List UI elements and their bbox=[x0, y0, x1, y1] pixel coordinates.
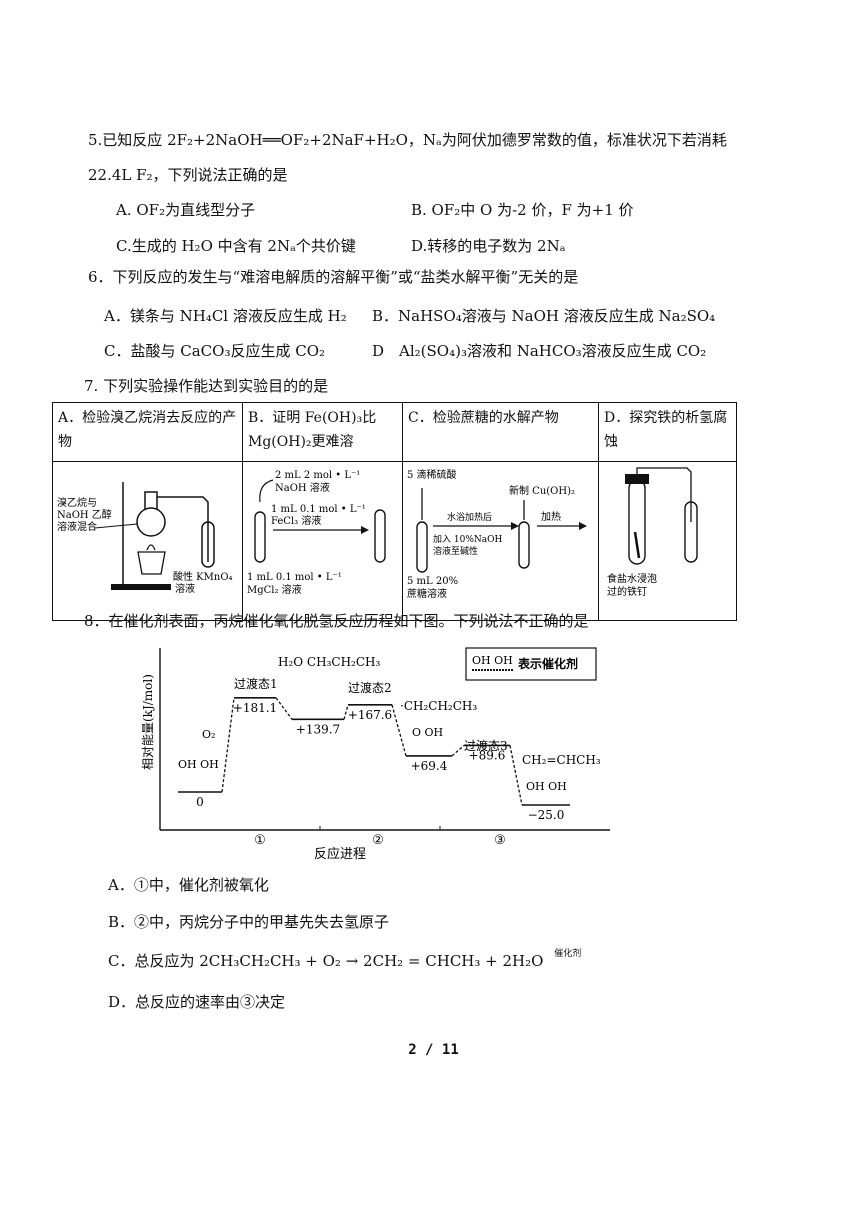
ts3-label: 过渡态3 bbox=[464, 738, 508, 753]
apparatus-c-label-4: 溶液至碱性 bbox=[433, 545, 478, 557]
q6-option-d: D Al₂(SO₄)₃溶液和 NaHCO₃溶液反应生成 CO₂ bbox=[372, 342, 707, 360]
step-label-2: ② bbox=[372, 833, 384, 848]
species-h2o-propane: H₂O CH₃CH₂CH₃ bbox=[278, 655, 380, 669]
apparatus-a-label-3: 溶液混合 bbox=[57, 520, 97, 533]
q7-stem: 7. 下列实验操作能达到实验目的的是 bbox=[84, 377, 329, 395]
energy-levels-group: 0 +181.1 +139.7 +167.6 +69.4 +89.6 −25.0 bbox=[178, 697, 570, 822]
q8-option-c-equation: 2CH₃CH₂CH₃ + O₂ → 2CH₂ = CHCH₃ + 2H₂O bbox=[199, 952, 544, 970]
exp-header-c: C．检验蔗糖的水解产物 bbox=[402, 402, 599, 462]
energy-connector-0 bbox=[221, 697, 235, 793]
energy-value-3: +167.6 bbox=[348, 708, 392, 722]
exp-header-d: D．探究铁的析氢腐蚀 bbox=[598, 402, 737, 462]
apparatus-b-label-1: 2 mL 2 mol • L⁻¹ bbox=[275, 470, 360, 481]
apparatus-b-label-2: NaOH 溶液 bbox=[275, 481, 330, 494]
q8-option-c-prefix: C．总反应为 bbox=[108, 952, 195, 970]
apparatus-d-label-1: 食盐水浸泡 bbox=[607, 572, 657, 585]
apparatus-a-label-1: 溴乙烷与 bbox=[57, 496, 97, 509]
apparatus-b-label-5: 1 mL 0.1 mol • L⁻¹ bbox=[247, 572, 342, 583]
apparatus-b-label-4: FeCl₃ 溶液 bbox=[271, 514, 321, 527]
energy-value-0: 0 bbox=[196, 795, 204, 809]
q8-stem: 8．在催化剂表面，丙烷催化氧化脱氢反应历程如下图。下列说法不正确的是 bbox=[84, 612, 589, 630]
species-o2: O₂ bbox=[202, 728, 215, 741]
apparatus-c-label-3: 加入 10%NaOH bbox=[433, 534, 502, 545]
exp-figure-c: 5 滴稀硫酸 水浴加热后 加入 10%NaOH 溶液至碱性 新制 Cu(OH)₂… bbox=[402, 461, 599, 621]
y-axis-label: 相对能量(kJ/mol) bbox=[141, 674, 155, 770]
energy-profile-chart: 相对能量(kJ/mol) 反应进程 ① ② ③ 0 +181.1 +139.7 +16… bbox=[141, 647, 610, 862]
q6-option-a: A．镁条与 NH₄Cl 溶液反应生成 H₂ bbox=[104, 307, 347, 325]
energy-connector-5 bbox=[509, 745, 523, 806]
apparatus-d-label-2: 过的铁钉 bbox=[607, 585, 647, 598]
q5-stem-line2: 22.4L F₂，下列说法正确的是 bbox=[88, 166, 288, 184]
apparatus-a-illustration: 溴乙烷与 NaOH 乙醇 溶液混合 酸性 KMnO₄ 溶液 bbox=[57, 482, 233, 595]
q8-option-b: B．②中，丙烷分子中的甲基先失去氢原子 bbox=[108, 913, 390, 931]
exp-figure-a: 溴乙烷与 NaOH 乙醇 溶液混合 酸性 KMnO₄ 溶液 bbox=[52, 461, 243, 621]
page-number: 2 / 11 bbox=[408, 1042, 459, 1058]
step-label-3: ③ bbox=[494, 833, 506, 848]
apparatus-c-label-7: 5 mL 20% bbox=[407, 576, 458, 587]
energy-connector-4 bbox=[451, 744, 465, 757]
q8-option-a: A．①中，催化剂被氧化 bbox=[108, 876, 269, 894]
apparatus-c-label-1: 5 滴稀硫酸 bbox=[407, 468, 457, 481]
apparatus-b-illustration: 2 mL 2 mol • L⁻¹ NaOH 溶液 1 mL 0.1 mol • … bbox=[247, 470, 386, 596]
apparatus-c-illustration: 5 滴稀硫酸 水浴加热后 加入 10%NaOH 溶液至碱性 新制 Cu(OH)₂… bbox=[407, 468, 587, 600]
apparatus-c-label-6: 加热 bbox=[541, 510, 561, 523]
q5-option-c: C.生成的 H₂O 中含有 2Nₐ个共价键 bbox=[116, 237, 356, 255]
q6-option-c: C．盐酸与 CaCO₃反应生成 CO₂ bbox=[104, 342, 326, 360]
energy-value-1: +181.1 bbox=[233, 701, 277, 715]
exp-figure-d: 食盐水浸泡 过的铁钉 bbox=[598, 461, 737, 621]
apparatus-b-label-6: MgCl₂ 溶液 bbox=[247, 583, 302, 596]
q5-option-d: D.转移的电子数为 2Nₐ bbox=[411, 237, 566, 255]
energy-value-2: +139.7 bbox=[296, 722, 340, 736]
apparatus-c-label-8: 蔗糖溶液 bbox=[407, 587, 447, 600]
q8-option-d: D．总反应的速率由③决定 bbox=[108, 993, 286, 1011]
step-label-1: ① bbox=[254, 833, 266, 848]
energy-value-6: −25.0 bbox=[528, 808, 565, 822]
exp-header-b: B．证明 Fe(OH)₃比 Mg(OH)₂更难溶 bbox=[242, 402, 403, 462]
legend-symbol: OH OH bbox=[472, 654, 513, 667]
q8-option-c: C．总反应为 2CH₃CH₂CH₃ + O₂ → 2CH₂ = CHCH₃ + … bbox=[108, 949, 582, 974]
species-propene: CH₂=CHCH₃ bbox=[522, 753, 601, 767]
apparatus-a-label-5: 溶液 bbox=[175, 582, 195, 595]
apparatus-b-label-3: 1 mL 0.1 mol • L⁻¹ bbox=[271, 504, 366, 515]
energy-connector-1 bbox=[275, 697, 293, 720]
exp-header-a: A．检验溴乙烷消去反应的产物 bbox=[52, 402, 243, 462]
energy-connector-2 bbox=[343, 704, 349, 720]
q6-option-b: B．NaHSO₄溶液与 NaOH 溶液反应生成 Na₂SO₄ bbox=[372, 307, 716, 325]
legend-label: 表示催化剂 bbox=[517, 656, 578, 671]
ts1-label: 过渡态1 bbox=[234, 676, 278, 691]
experiment-table: A．检验溴乙烷消去反应的产物 B．证明 Fe(OH)₃比 Mg(OH)₂更难溶 … bbox=[52, 402, 737, 621]
q8-option-c-catalyst: 催化剂 bbox=[554, 949, 582, 959]
q5-option-b: B. OF₂中 O 为-2 价，F 为+1 价 bbox=[411, 201, 634, 219]
species-oh-oh-start: OH OH bbox=[178, 758, 219, 771]
legend-box bbox=[465, 647, 597, 681]
q5-stem-line1: 5.已知反应 2F₂+2NaOH══OF₂+2NaF+H₂O，Nₐ为阿伏加德罗常… bbox=[88, 131, 727, 149]
apparatus-c-label-2: 水浴加热后 bbox=[447, 511, 492, 523]
energy-value-4: +69.4 bbox=[411, 759, 448, 773]
q6-stem: 6．下列反应的发生与“难溶电解质的溶解平衡”或“盐类水解平衡”无关的是 bbox=[88, 268, 579, 286]
x-axis-label: 反应进程 bbox=[314, 846, 366, 862]
apparatus-a-label-2: NaOH 乙醇 bbox=[57, 508, 112, 521]
apparatus-c-label-5: 新制 Cu(OH)₂ bbox=[509, 484, 575, 497]
exp-figure-b: 2 mL 2 mol • L⁻¹ NaOH 溶液 1 mL 0.1 mol • … bbox=[242, 461, 403, 621]
apparatus-a-label-4: 酸性 KMnO₄ bbox=[173, 570, 233, 583]
species-o-oh: O OH bbox=[412, 726, 443, 739]
energy-connector-3 bbox=[391, 704, 407, 757]
q5-option-a: A. OF₂为直线型分子 bbox=[116, 201, 256, 219]
species-propyl-radical: ·CH₂CH₂CH₃ bbox=[400, 699, 477, 713]
ts2-label: 过渡态2 bbox=[348, 680, 392, 695]
apparatus-d-illustration: 食盐水浸泡 过的铁钉 bbox=[607, 467, 698, 598]
species-oh-oh-end: OH OH bbox=[526, 780, 567, 793]
energy-value-5: +89.6 bbox=[469, 748, 506, 762]
